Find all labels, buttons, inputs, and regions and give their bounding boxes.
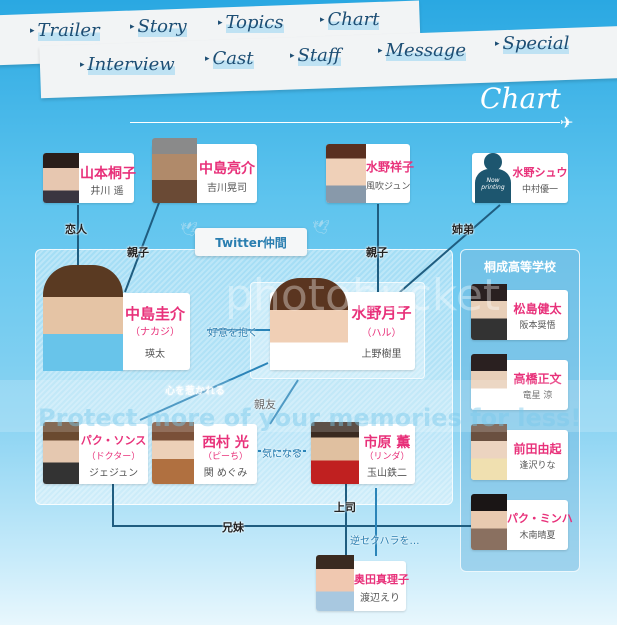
silhouette-icon: Now printing (473, 153, 513, 203)
portrait (471, 284, 507, 340)
portrait (471, 494, 507, 550)
character-card-ryosuke[interactable]: 中島亮介 吉川晃司 (152, 138, 257, 203)
portrait (316, 555, 354, 611)
character-name: 水野祥子 (366, 160, 415, 174)
portrait (43, 153, 79, 203)
relation-parent-child-1: 親子 (127, 246, 149, 259)
character-card-shoko[interactable]: 水野祥子 風吹ジュン (326, 144, 415, 203)
portrait (43, 422, 79, 484)
character-name: 奥田真理子 (354, 573, 409, 586)
title-divider (130, 122, 560, 123)
character-card-tsukiko[interactable]: 水野月子 （ハル） 上野樹里 (270, 278, 415, 370)
nav-special[interactable]: Special (495, 33, 570, 54)
character-nickname: （ハル） (361, 328, 402, 339)
character-nickname: （ナカジ） (130, 327, 180, 338)
relation-brother-sister: 兄妹 (222, 521, 244, 534)
actor-name: 瑛太 (145, 349, 165, 360)
actor-name: 竜星 涼 (522, 391, 553, 401)
character-name: 水野月子 (351, 304, 412, 322)
character-name: 松島健太 (513, 302, 562, 316)
nav-trailer[interactable]: Trailer (30, 20, 100, 41)
relation-best-friend: 親友 (254, 398, 276, 411)
character-name: 市原 薫 (363, 435, 411, 451)
actor-name: 中村優一 (521, 185, 558, 195)
portrait (311, 422, 359, 484)
character-card-kenta[interactable]: 松島健太 阪本奨悟 (471, 284, 568, 340)
actor-name: 渡辺えり (360, 593, 400, 604)
portrait (270, 278, 348, 370)
airplane-icon: ✈ (560, 113, 574, 132)
nav-chart[interactable]: Chart (320, 9, 380, 30)
character-card-masafumi[interactable]: 高橋正文 竜星 涼 (471, 354, 568, 410)
relation-boss: 上司 (334, 501, 356, 514)
actor-name: 風吹ジュン (366, 182, 411, 192)
relation-harassment: 逆セクハラを… (350, 536, 420, 547)
page-title: Chart (480, 82, 561, 115)
character-card-minha[interactable]: パク・ミンハ 木南晴夏 (471, 494, 573, 550)
actor-name: 逢沢りな (519, 461, 556, 471)
twitter-label: Twitter仲間 (215, 236, 287, 250)
relation-attracted: 心を惹かれる (165, 386, 225, 397)
actor-name: 阪本奨悟 (519, 321, 556, 331)
actor-name: ジェジュン (88, 468, 139, 479)
watermark-band (0, 380, 617, 432)
nav-interview[interactable]: Interview (80, 54, 175, 75)
character-card-shu[interactable]: Now printing 水野シュウ 中村優一 (472, 153, 568, 203)
relation-lovers: 恋人 (65, 223, 87, 236)
nav-cast[interactable]: Cast (205, 48, 254, 69)
portrait (326, 144, 366, 203)
character-nickname: （リンダ） (364, 452, 410, 462)
portrait (152, 138, 197, 203)
twitter-banner (195, 228, 307, 256)
character-name: パク・ミンハ (507, 512, 573, 525)
character-card-sonsu[interactable]: パク・ソンス （ドクター） ジェジュン (43, 422, 148, 484)
actor-name: 関 めぐみ (203, 468, 248, 479)
relation-fond: 好意を抱く (208, 328, 258, 339)
relation-parent-child-2: 親子 (366, 246, 388, 259)
actor-name: 吉川晃司 (207, 183, 247, 194)
character-name: 西村 光 (202, 435, 249, 451)
character-card-yuki[interactable]: 前田由起 逢沢りな (471, 424, 568, 480)
actor-name: 井川 遥 (90, 186, 124, 197)
relation-curious: 気になる (262, 449, 302, 460)
character-card-mariko[interactable]: 奥田真理子 渡辺えり (316, 555, 409, 611)
relation-sister-brother: 姉弟 (452, 223, 474, 236)
character-nickname: （ドクター） (86, 452, 141, 462)
bird-icon: 🕊 (180, 222, 198, 238)
character-name: パク・ソンス (80, 434, 147, 447)
school-title: 桐成高等学校 (483, 260, 556, 274)
portrait (471, 354, 507, 410)
character-name: 高橋正文 (513, 372, 562, 386)
nav-story[interactable]: Story (130, 16, 187, 37)
actor-name: 上野樹里 (361, 349, 402, 360)
character-card-yamamoto[interactable]: 山本桐子 井川 遥 (43, 153, 136, 203)
actor-name: 玉山鉄二 (367, 468, 407, 479)
portrait-keisuke (43, 265, 123, 371)
portrait (471, 424, 507, 480)
actor-name: 木南晴夏 (519, 531, 556, 541)
character-name: 水野シュウ (512, 166, 568, 179)
bird-icon: 🕊 (312, 220, 330, 236)
nav-staff[interactable]: Staff (290, 45, 341, 66)
nav-message[interactable]: Message (378, 40, 466, 61)
character-name: 山本桐子 (80, 166, 136, 182)
character-card-kaoru[interactable]: 市原 薫 （リンダ） 玉山鉄二 (311, 422, 415, 484)
character-name: 前田由起 (513, 442, 562, 456)
character-card-hikari[interactable]: 西村 光 （ピーち） 関 めぐみ (152, 422, 257, 484)
character-name: 中島亮介 (199, 161, 255, 177)
now-printing-label: Now printing (481, 177, 505, 191)
character-card-keisuke[interactable]: 中島圭介 （ナカジ） 瑛太 (120, 293, 190, 370)
portrait (152, 422, 194, 484)
character-nickname: （ピーち） (202, 452, 248, 462)
character-name: 中島圭介 (124, 305, 185, 323)
nav-topics[interactable]: Topics (218, 12, 284, 33)
